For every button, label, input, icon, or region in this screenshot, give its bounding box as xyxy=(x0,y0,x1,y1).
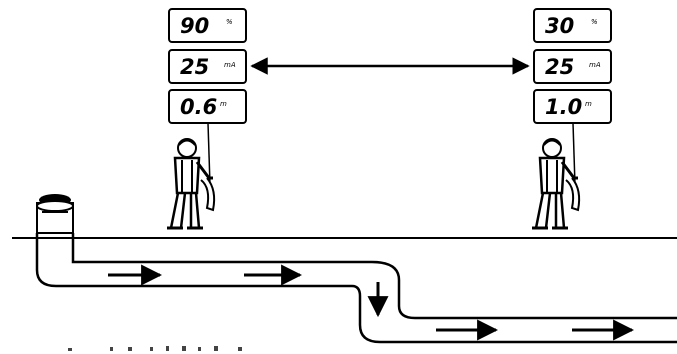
left-reading-signal: 90 % xyxy=(168,8,247,43)
right-reading-signal: 30 % xyxy=(533,8,612,43)
svg-text:m: m xyxy=(585,100,592,108)
svg-text:25: 25 xyxy=(545,55,574,79)
svg-text:1.0: 1.0 xyxy=(545,95,582,119)
left-readings: 90 % 25 mA 0.6 m xyxy=(168,8,247,186)
svg-text:90: 90 xyxy=(180,14,209,38)
operator-icon xyxy=(530,137,581,230)
left-reading-depth: 0.6 m xyxy=(168,89,247,124)
bottom-marks xyxy=(68,346,242,351)
svg-text:%: % xyxy=(226,18,233,26)
left-reading-current: 25 mA xyxy=(168,49,247,84)
left-probe-wire xyxy=(207,122,211,186)
svg-text:mA: mA xyxy=(224,61,236,69)
svg-text:m: m xyxy=(220,100,227,108)
operator-icon xyxy=(165,137,216,230)
right-reading-current: 25 mA xyxy=(533,49,612,84)
wellhead-icon xyxy=(36,194,74,234)
right-readings: 30 % 25 mA 1.0 m xyxy=(533,8,612,186)
right-probe-wire xyxy=(572,122,576,186)
svg-text:mA: mA xyxy=(589,61,601,69)
svg-text:30: 30 xyxy=(545,14,574,38)
svg-text:%: % xyxy=(591,18,598,26)
right-reading-depth: 1.0 m xyxy=(533,89,612,124)
svg-text:0.6: 0.6 xyxy=(180,95,217,119)
pipeline xyxy=(35,233,677,344)
svg-text:25: 25 xyxy=(180,55,209,79)
